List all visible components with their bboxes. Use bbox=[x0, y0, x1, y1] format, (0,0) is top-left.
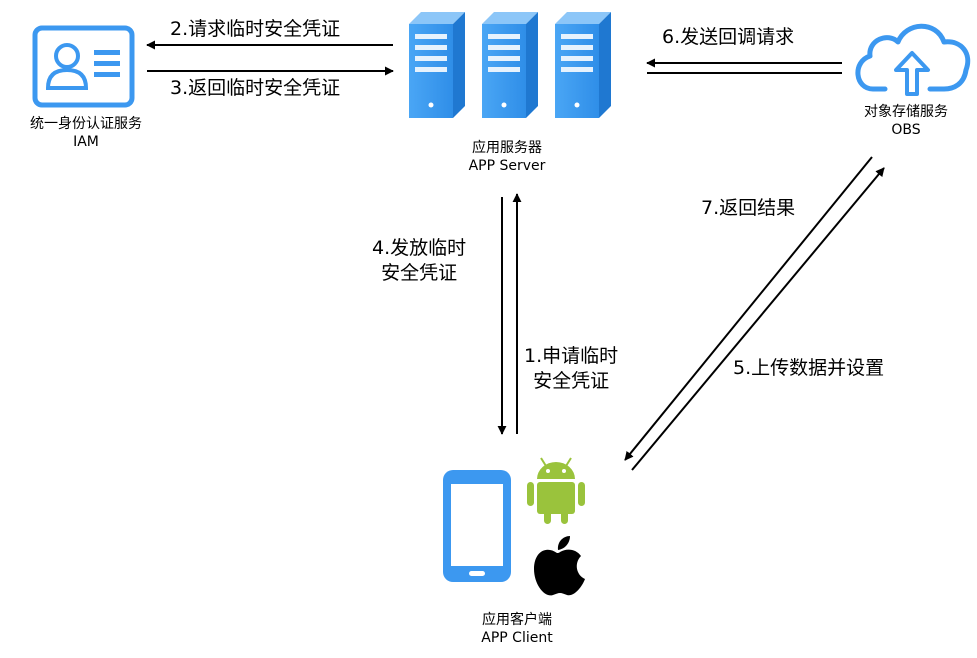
step-4-line-2: 安全凭证 bbox=[381, 262, 458, 285]
iam-name: 统一身份认证服务 bbox=[30, 116, 142, 132]
step-5-label: 5.上传数据并设置 bbox=[733, 357, 885, 379]
obs-abbr: OBS bbox=[891, 121, 921, 138]
cloud-upload-icon bbox=[855, 23, 971, 96]
step-7-label: 7.返回结果 bbox=[701, 197, 796, 219]
iam-abbr: IAM bbox=[73, 133, 99, 150]
apple-icon bbox=[534, 536, 585, 596]
android-icon bbox=[527, 457, 585, 524]
step-1-line-2: 安全凭证 bbox=[533, 370, 610, 393]
server-tower bbox=[555, 12, 611, 118]
step-6-label: 6.发送回调请求 bbox=[662, 26, 795, 48]
server-tower bbox=[482, 12, 538, 118]
server-name: 应用服务器 bbox=[472, 140, 542, 156]
arrow-step-5 bbox=[631, 167, 885, 471]
id-card-icon bbox=[32, 25, 135, 108]
server-rack-icon bbox=[409, 12, 611, 118]
smartphone-icon bbox=[443, 470, 511, 582]
step-1-label: 1.申请临时 安全凭证 bbox=[524, 344, 618, 394]
step-4-label: 4.发放临时 安全凭证 bbox=[372, 236, 466, 286]
obs-caption: 对象存储服务 OBS bbox=[838, 104, 974, 139]
iam-caption: 统一身份认证服务 IAM bbox=[0, 116, 172, 151]
server-tower bbox=[409, 12, 465, 118]
step-4-line-1: 4.发放临时 bbox=[372, 237, 467, 259]
client-name: 应用客户端 bbox=[482, 612, 552, 628]
step-2-label: 2.请求临时安全凭证 bbox=[170, 18, 341, 40]
server-abbr: APP Server bbox=[468, 157, 546, 174]
obs-name: 对象存储服务 bbox=[864, 104, 948, 120]
client-abbr: APP Client bbox=[481, 629, 553, 646]
arrow-step-7 bbox=[624, 156, 873, 461]
server-caption: 应用服务器 APP Server bbox=[427, 140, 587, 175]
step-1-line-1: 1.申请临时 bbox=[524, 345, 619, 367]
step-3-label: 3.返回临时安全凭证 bbox=[170, 77, 341, 99]
client-caption: 应用客户端 APP Client bbox=[437, 612, 597, 647]
